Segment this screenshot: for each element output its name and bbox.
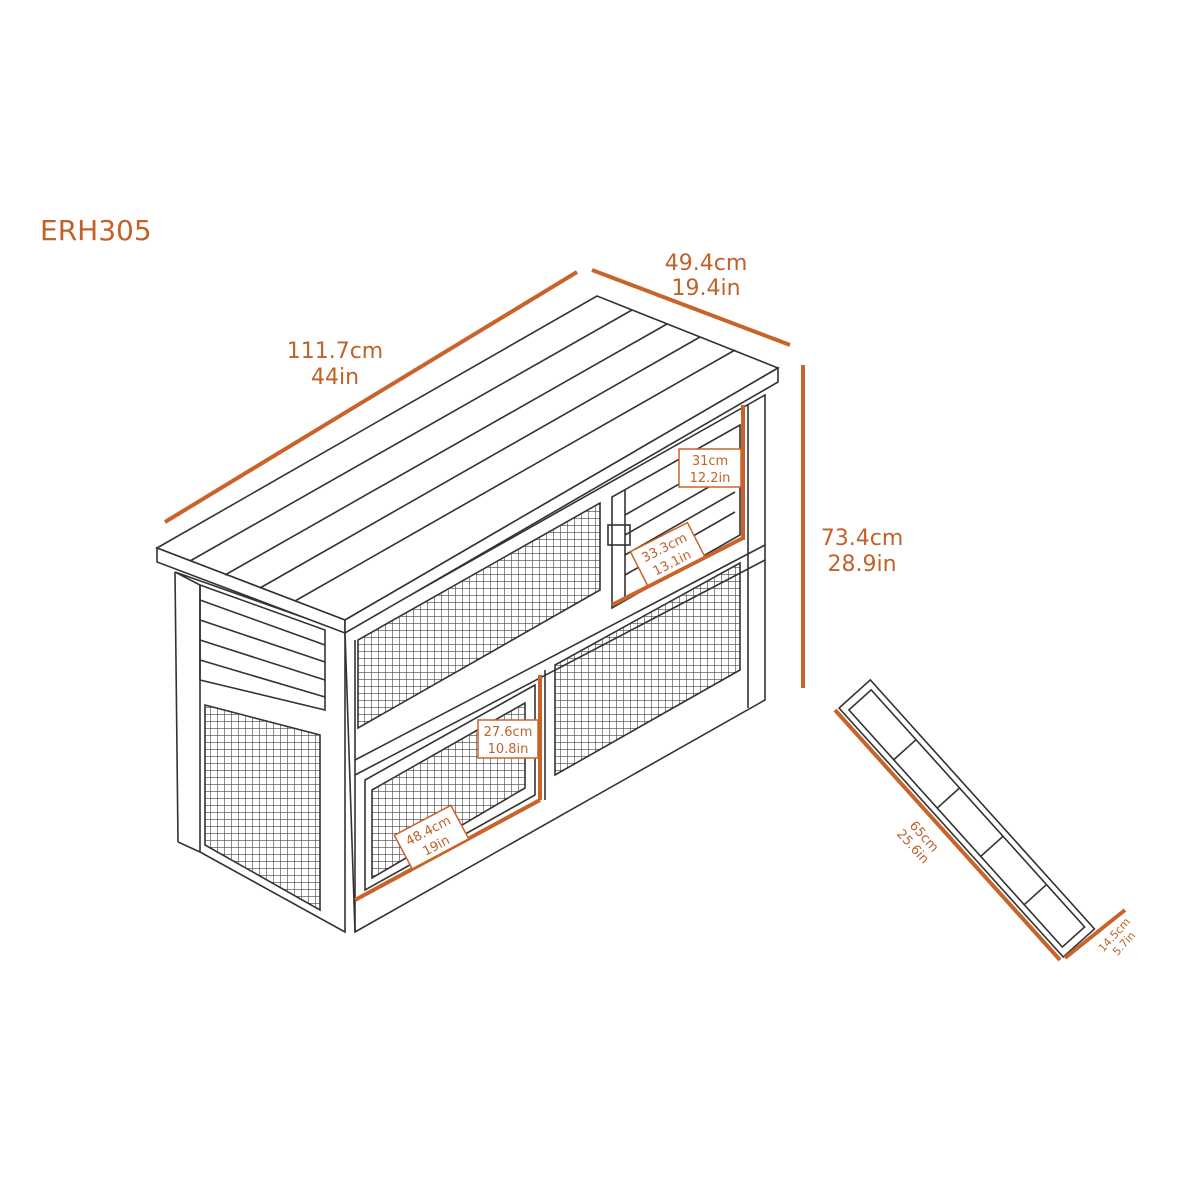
latch-icon [607, 524, 631, 546]
length-in: 44in [311, 365, 359, 390]
hutch-roof [155, 295, 780, 635]
upper-door-height-cm: 31cm [692, 454, 728, 469]
hutch-side-panel [174, 571, 346, 934]
height-in: 28.9in [827, 552, 896, 577]
height-cm: 73.4cm [821, 526, 904, 551]
model-number: ERH305 [40, 214, 152, 247]
length-cm: 111.7cm [287, 339, 384, 364]
hutch-front [344, 393, 766, 934]
depth-in: 19.4in [671, 276, 740, 301]
lower-door-height-cm: 27.6cm [484, 725, 533, 740]
lower-door-height-in: 10.8in [488, 742, 529, 757]
ramp [837, 678, 1096, 959]
depth-cm: 49.4cm [665, 251, 748, 276]
upper-door-height-in: 12.2in [690, 471, 731, 486]
